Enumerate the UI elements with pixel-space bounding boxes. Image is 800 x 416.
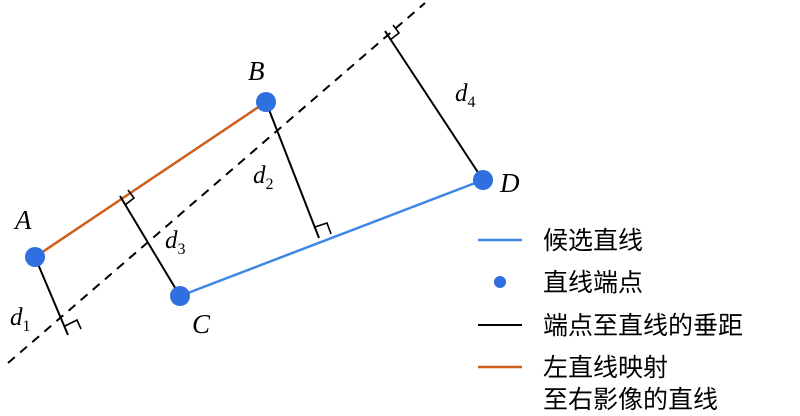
- label-d: D: [499, 168, 520, 198]
- label-d3: d3: [165, 227, 186, 258]
- endpoint-b: [256, 92, 276, 112]
- label-d1: d1: [10, 304, 31, 335]
- legend-label-candidate-line: 候选直线: [543, 226, 643, 255]
- label-a: A: [13, 205, 32, 235]
- legend-swatch-endpoint: [494, 276, 506, 288]
- right-angle-marker-d3: [124, 189, 136, 206]
- perpendicular-d4: [384, 24, 484, 181]
- legend: 候选直线 直线端点 端点至直线的垂距 左直线映射 至右影像的直线: [478, 226, 743, 414]
- label-b: B: [248, 56, 265, 86]
- label-c: C: [192, 309, 211, 339]
- label-d4: d4: [455, 80, 476, 111]
- legend-label-perpendicular: 端点至直线的垂距: [543, 311, 743, 340]
- candidate-line-cd: [179, 178, 484, 298]
- endpoint-c: [170, 286, 190, 306]
- right-angle-marker-d4: [389, 24, 401, 41]
- endpoint-d: [473, 170, 493, 190]
- legend-label-mapped-line-1: 左直线映射: [543, 353, 668, 382]
- right-angle-marker-d1: [64, 318, 82, 330]
- endpoint-a: [25, 247, 45, 267]
- legend-label-endpoints: 直线端点: [543, 268, 643, 297]
- dashed-extension-line: [7, 2, 426, 364]
- mapped-line-ab: [34, 100, 267, 259]
- legend-label-mapped-line-2: 至右影像的直线: [543, 385, 718, 414]
- right-angle-marker-d2: [314, 221, 332, 235]
- perpendicular-d3: [119, 189, 181, 297]
- perpendicular-d1: [34, 256, 82, 336]
- label-d2: d2: [253, 162, 274, 193]
- perpendicular-d2: [265, 101, 332, 239]
